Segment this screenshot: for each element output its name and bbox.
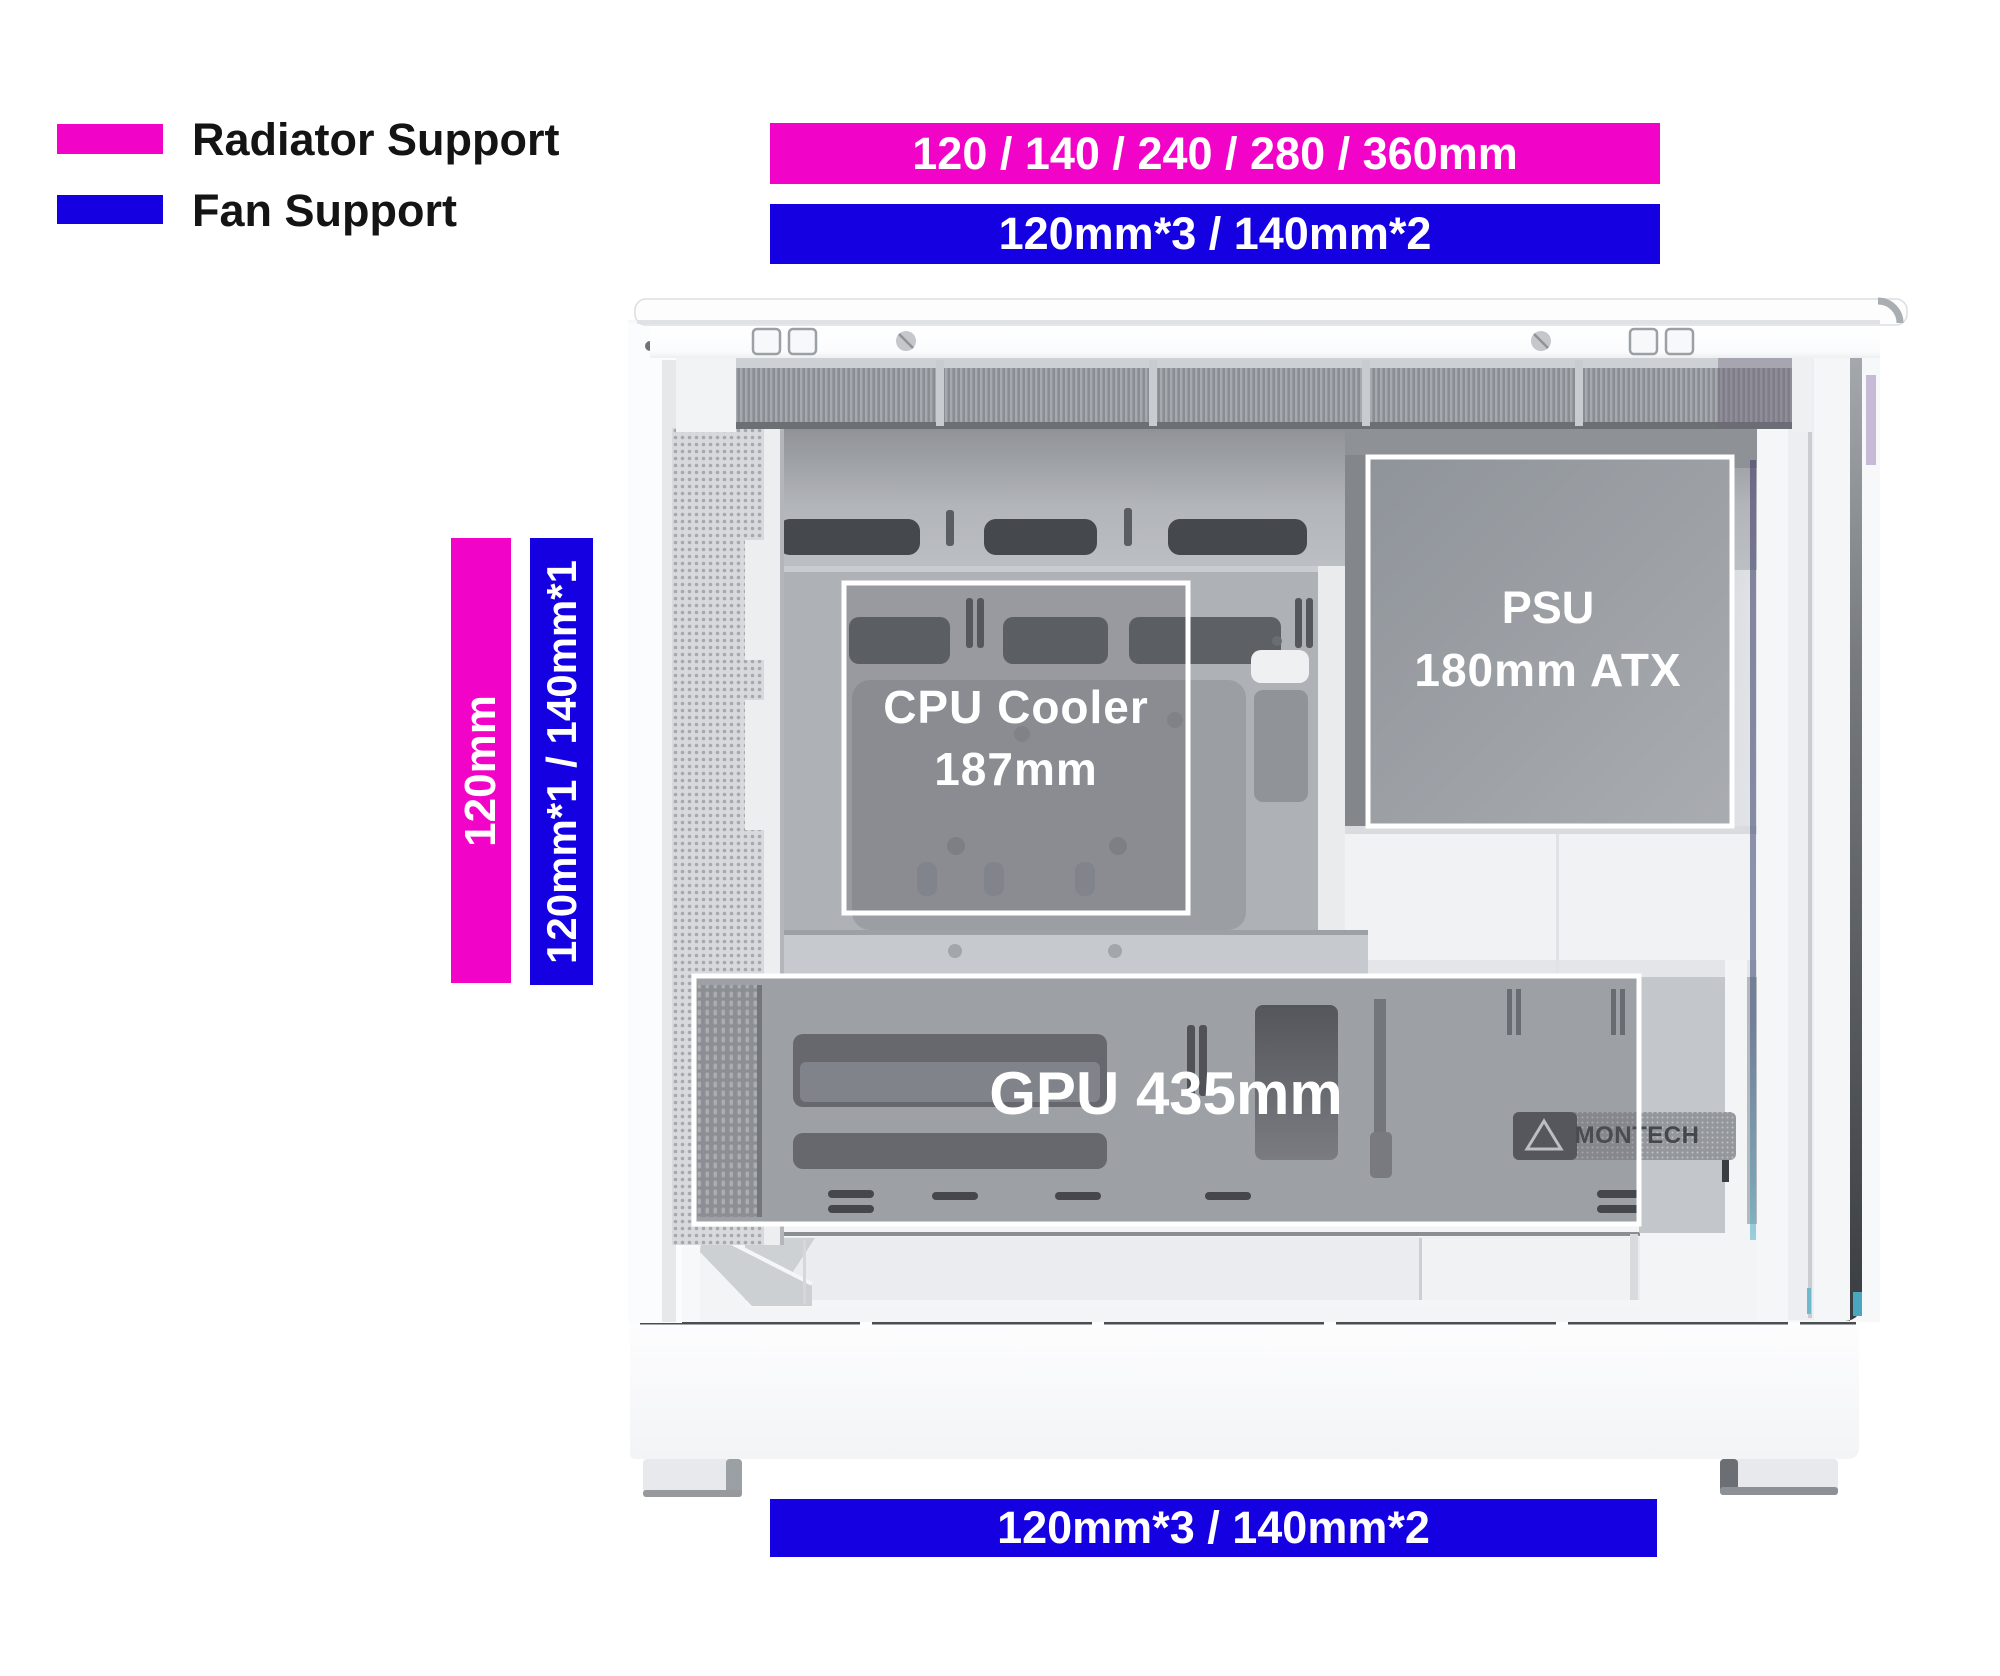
svg-text:CPU Cooler: CPU Cooler: [883, 681, 1149, 733]
svg-text:180mm ATX: 180mm ATX: [1414, 644, 1681, 696]
svg-text:GPU 435mm: GPU 435mm: [989, 1060, 1343, 1127]
svg-text:187mm: 187mm: [934, 743, 1098, 795]
svg-text:PSU: PSU: [1502, 582, 1595, 633]
